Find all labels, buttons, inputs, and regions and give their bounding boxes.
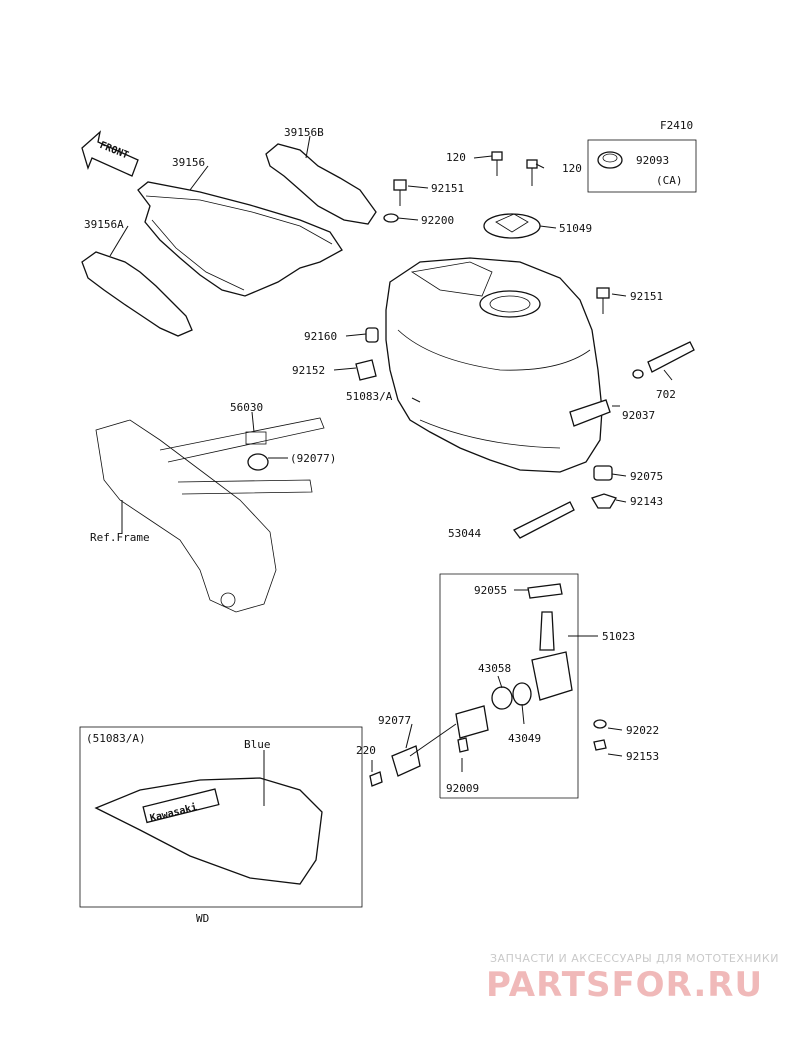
callout-51023: 51023 [602,630,635,643]
ref-frame-label: Ref.Frame [90,531,150,544]
watermark-brand: PARTSFOR.RU [486,965,763,1005]
damper-92160 [365,327,379,343]
callout-220: 220 [356,744,376,757]
strap-53044 [513,501,575,539]
callout-51083a: 51083/A [346,390,393,403]
bolt-120-right [526,159,538,186]
callout-43058: 43058 [478,662,511,675]
callout-92077-ref: (92077) [290,452,336,465]
callout-92160: 92160 [304,330,337,343]
fuel-tank [385,257,603,473]
callout-92152: 92152 [292,364,325,377]
pad-39156 [137,181,343,297]
bolt-92151-top [393,179,407,206]
callout-92143: 92143 [630,495,663,508]
callout-92055: 92055 [474,584,507,597]
leader-lines [109,135,673,772]
callout-92151-mid: 92151 [630,290,663,303]
bolt-120-left [491,151,503,176]
callout-39156a: 39156A [84,218,124,231]
front-arrow-icon: FRONT [81,130,139,177]
inset-ref-label: (51083/A) [86,732,146,745]
callout-92151-top: 92151 [431,182,464,195]
damper-92152 [355,359,377,381]
inset-color-label: Blue [244,738,271,751]
washer-92200 [383,213,399,223]
watermark-tagline: ЗАПЧАСТИ И АКСЕССУАРЫ ДЛЯ МОТОТЕХНИКИ [490,952,779,965]
callout-702: 702 [656,388,676,401]
collar-92143 [591,493,617,509]
callout-92009: 92009 [446,782,479,795]
callout-120-left: 120 [446,151,466,164]
callout-92077: 92077 [378,714,411,727]
callout-92093: 92093 [636,154,669,167]
callout-92200: 92200 [421,214,454,227]
callout-92022: 92022 [626,724,659,737]
callout-56030: 56030 [230,401,263,414]
fuel-cock-box [369,573,607,799]
figure-code: F2410 [660,119,693,132]
frame-section [95,417,325,613]
ca-label: (CA) [656,174,683,187]
pad-39156b [265,143,377,225]
callout-53044: 53044 [448,527,481,540]
bracket-92037 [569,399,611,427]
callout-43049: 43049 [508,732,541,745]
fuel-cap-51049 [483,213,541,239]
callout-51049: 51049 [559,222,592,235]
callout-39156b: 39156B [284,126,324,139]
inset-wd [79,726,363,908]
callout-39156: 39156 [172,156,205,169]
callout-120-right: 120 [562,162,582,175]
damper-92075 [593,465,613,481]
ca-box [587,139,697,193]
pad-39156a [81,251,193,337]
hose-702 [632,341,695,379]
callout-92037: 92037 [622,409,655,422]
callout-92153: 92153 [626,750,659,763]
inset-caption: WD [196,912,209,925]
bolt-92151-mid [596,287,610,314]
callout-92075: 92075 [630,470,663,483]
